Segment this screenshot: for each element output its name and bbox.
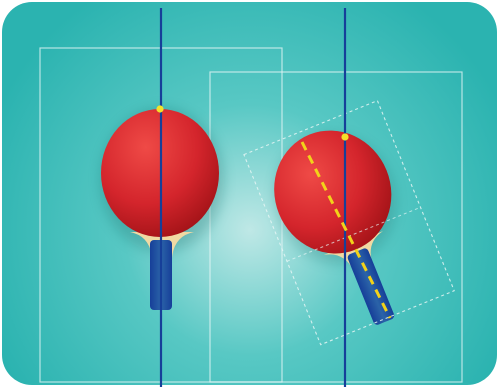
axis-point-left-top (156, 105, 163, 112)
axis-point-right-top (341, 133, 348, 140)
